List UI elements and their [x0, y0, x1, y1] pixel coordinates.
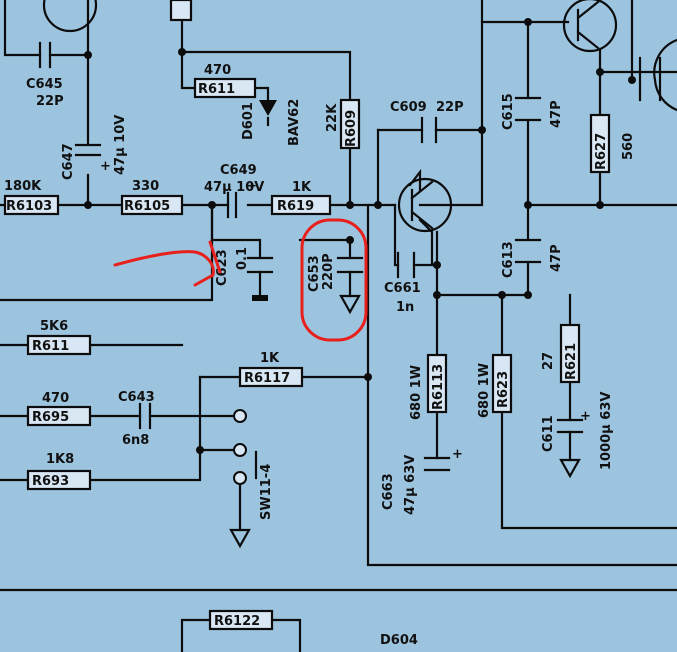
diode-d601: [259, 100, 277, 116]
label-d601: D601: [241, 102, 256, 140]
svg-text:+: +: [452, 447, 463, 462]
svg-text:+: +: [246, 179, 257, 194]
capacitor-plates: [38, 41, 584, 472]
label-c647-val: 47µ 10V: [113, 115, 128, 175]
label-r6103: R6103: [6, 199, 52, 214]
label-c663: C663: [381, 473, 396, 510]
label-d604: D604: [380, 633, 418, 648]
label-r609-val: 22K: [325, 103, 340, 132]
junction-dots: [84, 18, 636, 454]
label-r623-val: 680 1W: [477, 363, 492, 418]
label-c615: C615: [501, 93, 516, 130]
label-r621: R621: [564, 343, 579, 380]
polarity-marks: + + + +: [100, 159, 591, 462]
label-c609: C609: [390, 100, 427, 115]
label-c645-val: 22P: [36, 94, 64, 109]
label-r611b: R611: [32, 339, 69, 354]
ground-symbols: [229, 294, 581, 549]
component-labels: C645 22P 180K R6103 C647 47µ 10V 330 R61…: [4, 63, 636, 648]
label-r693-val: 1K8: [46, 452, 74, 467]
label-c643: C643: [118, 390, 155, 405]
label-r627-val: 560: [621, 133, 636, 160]
label-c613: C613: [501, 241, 516, 278]
label-c661: C661: [384, 281, 421, 296]
label-r6105: R6105: [124, 199, 170, 214]
transistor-q3: [653, 38, 677, 112]
label-r6113-val: 680 1W: [409, 365, 424, 420]
svg-text:+: +: [580, 409, 591, 424]
label-c609-val: 22P: [436, 100, 464, 115]
label-r6103-val: 180K: [4, 179, 42, 194]
label-r6122: R6122: [214, 614, 260, 629]
label-c611-val: 1000µ 63V: [599, 392, 614, 470]
label-r6105-val: 330: [132, 179, 159, 194]
label-r6117: R6117: [244, 371, 290, 386]
label-r619: R619: [277, 199, 314, 214]
label-r621-val: 27: [541, 352, 556, 370]
label-c615-val: 47P: [549, 100, 564, 128]
label-c649: C649: [220, 163, 257, 178]
label-sw11-4: SW11-4: [259, 464, 274, 520]
svg-text:+: +: [100, 159, 111, 174]
label-r611b-val: 5K6: [40, 319, 68, 334]
switch-sw11-4: [233, 409, 258, 485]
label-c643-val: 6n8: [122, 433, 149, 448]
label-c653: C653: [307, 255, 322, 292]
label-r611-val: 470: [204, 63, 231, 78]
transistor-q2: [562, 0, 618, 53]
label-r611: R611: [198, 82, 235, 97]
label-c663-val: 47µ 63V: [403, 455, 418, 515]
label-c611: C611: [541, 415, 556, 452]
annotation-circle: [300, 218, 368, 342]
label-c647: C647: [61, 143, 76, 180]
red-annotations: [113, 218, 368, 342]
label-c661-val: 1n: [396, 300, 414, 315]
label-c653-val: 220P: [321, 253, 336, 290]
transistor-q0: [42, 0, 98, 33]
label-c623: C623: [215, 249, 230, 286]
resistor-boxes: [3, 0, 611, 631]
label-c649-val: 47µ 10V: [204, 180, 264, 195]
label-r619-val: 1K: [292, 180, 312, 195]
label-r693: R693: [32, 474, 69, 489]
label-c645: C645: [26, 77, 63, 92]
label-r609: R609: [344, 110, 359, 147]
label-r627: R627: [594, 133, 609, 170]
label-r695: R695: [32, 410, 69, 425]
label-r6117-val: 1K: [260, 351, 280, 366]
label-c623-val: 0.1: [235, 247, 250, 270]
label-d601-part: BAV62: [287, 99, 302, 146]
label-r695-val: 470: [42, 391, 69, 406]
transistor-q1: [397, 177, 453, 233]
label-r623: R623: [496, 371, 511, 408]
label-r6113: R6113: [431, 364, 446, 410]
label-c613-val: 47P: [549, 244, 564, 272]
annotation-arrow: [113, 240, 222, 287]
